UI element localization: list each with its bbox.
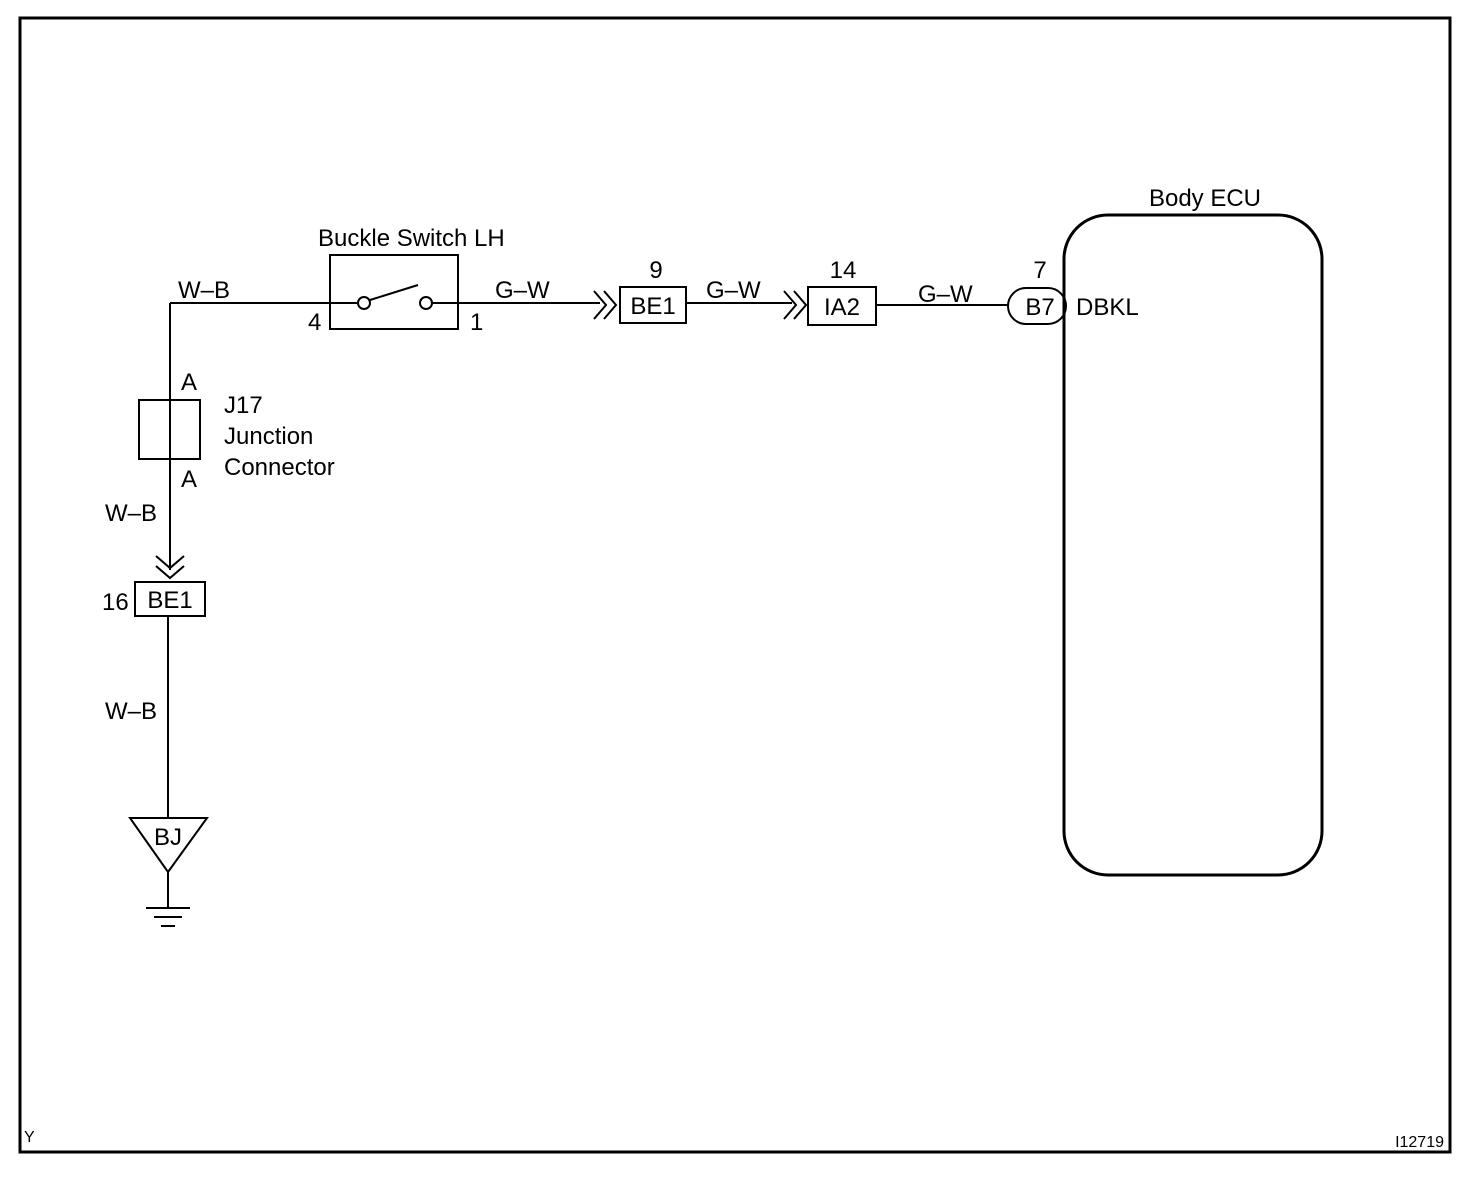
chevron-ia2-a xyxy=(783,290,798,320)
ecu-terminal-dbkl: DBKL xyxy=(1076,294,1139,321)
body-ecu-box xyxy=(1062,213,1324,877)
ground-label: BJ xyxy=(154,824,182,851)
ground-point-bj xyxy=(128,817,209,874)
junction-label-line1: J17 xyxy=(224,392,263,419)
connector-b7-label: B7 xyxy=(1025,294,1054,321)
buckle-switch-title: Buckle Switch LH xyxy=(318,225,505,252)
chevron-ia2-b xyxy=(793,290,808,320)
junction-pin-bottom: A xyxy=(181,466,197,493)
wire-label-gw-2: G–W xyxy=(706,277,761,304)
junction-pin-top: A xyxy=(181,369,197,396)
chevron-be1-top-b xyxy=(603,290,618,320)
switch-contact-left xyxy=(357,296,371,310)
connector-be1-bottom-pin: 16 xyxy=(102,589,129,616)
connector-b7-pin: 7 xyxy=(1033,257,1046,284)
footer-figure-id: I12719 xyxy=(1395,1134,1444,1151)
connector-be1-top-label: BE1 xyxy=(630,293,675,320)
wire-label-gw-3: G–W xyxy=(918,281,973,308)
wire-label-wb-top: W–B xyxy=(178,277,230,304)
connector-be1-bottom-label: BE1 xyxy=(147,587,192,614)
switch-pin-4: 4 xyxy=(308,309,321,336)
footer-left-code: Y xyxy=(24,1129,35,1146)
switch-pin-1: 1 xyxy=(470,309,483,336)
chevron-be1-bottom-a xyxy=(155,555,185,570)
switch-lever xyxy=(369,284,419,301)
connector-be1-top xyxy=(619,286,687,324)
connector-ia2-label: IA2 xyxy=(824,294,860,321)
junction-label-line3: Connector xyxy=(224,454,335,481)
wire-label-wb-mid: W–B xyxy=(105,500,157,527)
wire-label-gw-1: G–W xyxy=(495,277,550,304)
connector-be1-top-pin: 9 xyxy=(649,257,662,284)
connector-ia2-pin: 14 xyxy=(830,257,857,284)
connector-b7 xyxy=(1007,287,1067,325)
switch-contact-right xyxy=(419,296,433,310)
connector-be1-bottom xyxy=(134,581,206,617)
junction-label-line2: Junction xyxy=(224,423,313,450)
wire-label-wb-bottom: W–B xyxy=(105,698,157,725)
ecu-title: Body ECU xyxy=(1149,185,1261,212)
buckle-switch-box xyxy=(329,254,459,330)
chevron-be1-bottom-b xyxy=(155,565,185,580)
diagram-frame xyxy=(18,16,1452,1154)
chevron-be1-top-a xyxy=(593,290,608,320)
